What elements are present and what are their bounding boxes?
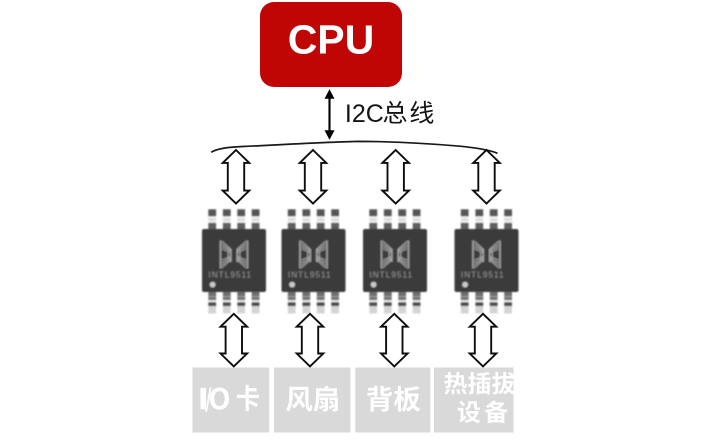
- svg-text:INTL9511: INTL9511: [461, 271, 505, 280]
- svg-text:INTL9511: INTL9511: [288, 271, 332, 280]
- svg-text:CPU: CPU: [288, 17, 375, 63]
- svg-text:INTL9511: INTL9511: [369, 271, 413, 280]
- svg-text:I2C: I2C: [345, 100, 384, 128]
- svg-text:INTL9511: INTL9511: [208, 271, 252, 280]
